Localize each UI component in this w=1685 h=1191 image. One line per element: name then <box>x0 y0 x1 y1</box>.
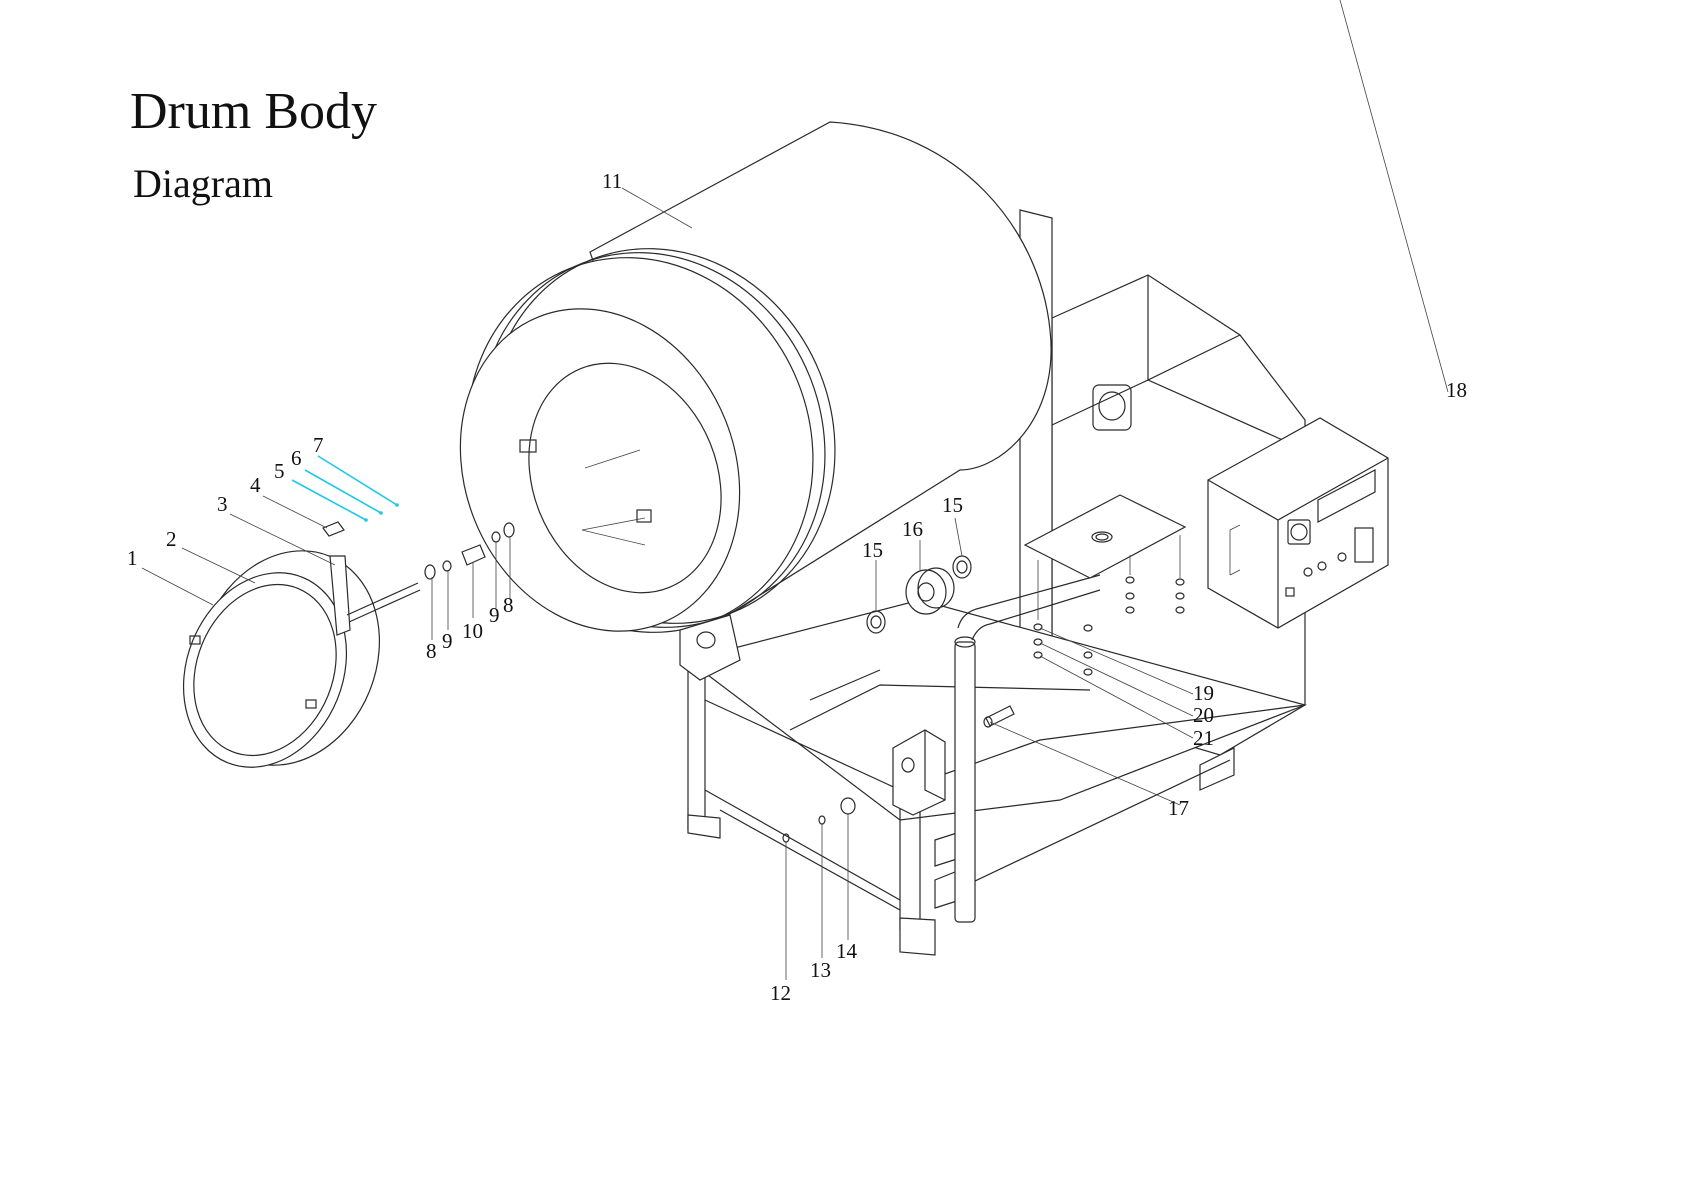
callout-9a: 9 <box>442 629 453 653</box>
callout-13: 13 <box>810 958 831 982</box>
callout-20: 20 <box>1193 703 1214 727</box>
callout-8b: 8 <box>503 593 514 617</box>
callout-19: 19 <box>1193 681 1214 705</box>
callout-11: 11 <box>602 169 622 193</box>
callout-10: 10 <box>462 619 483 643</box>
callout-4: 4 <box>250 473 261 497</box>
callout-16: 16 <box>902 517 923 541</box>
callout-17: 17 <box>1168 796 1189 820</box>
callout-21: 21 <box>1193 726 1214 750</box>
callout-12: 12 <box>770 981 791 1005</box>
door-assembly <box>155 503 420 793</box>
callout-2: 2 <box>166 527 177 551</box>
callout-14: 14 <box>836 939 858 963</box>
callout-5: 5 <box>274 459 285 483</box>
callout-6: 6 <box>291 446 302 470</box>
callout-18: 18 <box>1446 378 1467 402</box>
callout-3: 3 <box>217 492 228 516</box>
callout-15a: 15 <box>862 538 883 562</box>
callout-15b: 15 <box>942 493 963 517</box>
callout-9b: 9 <box>489 603 500 627</box>
callout-1: 1 <box>127 546 138 570</box>
callout-7: 7 <box>313 433 324 457</box>
bolt-parts <box>783 798 855 842</box>
callout-8a: 8 <box>426 639 437 663</box>
